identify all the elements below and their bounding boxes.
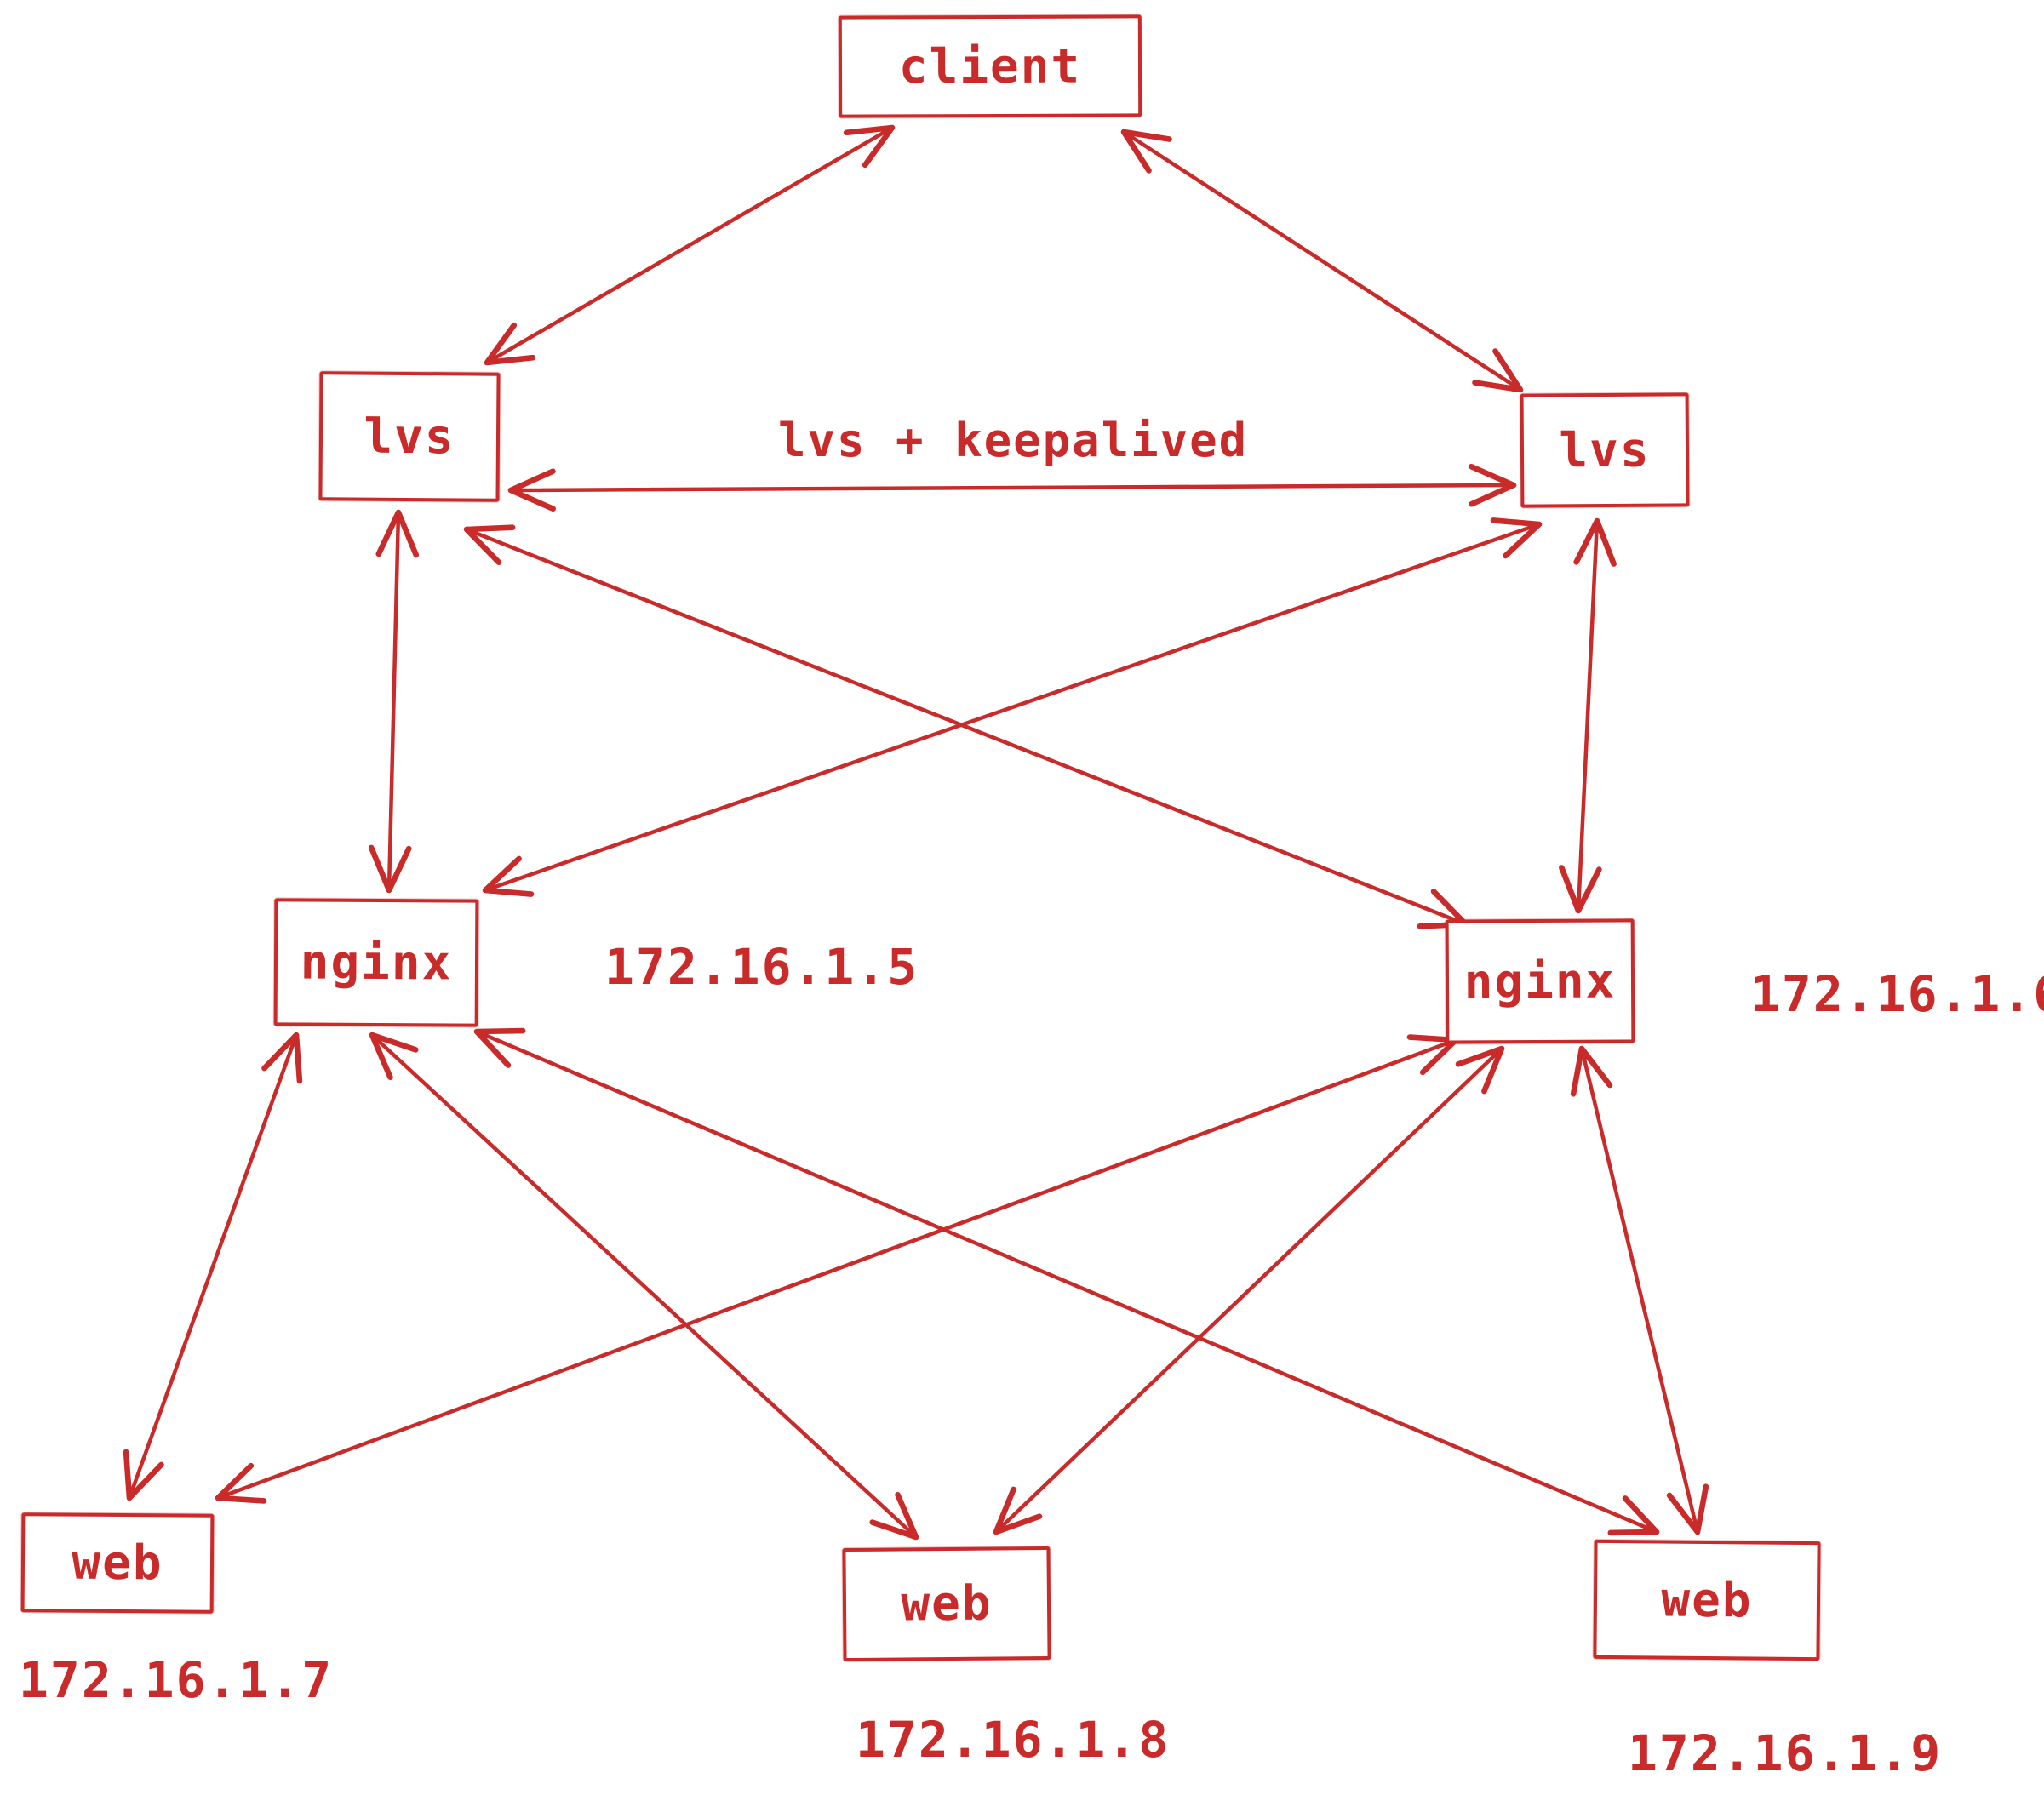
node-web-mid-label: web [901, 1575, 993, 1632]
node-web-left-label: web [72, 1535, 163, 1592]
ip-label-nginx-right: 172.16.1.6 [1750, 965, 2044, 1023]
edge-lvs_right-nginx_right [1559, 517, 1617, 914]
edge-client-lvs_right [1120, 129, 1524, 393]
edge-client-lvs_left [484, 124, 896, 366]
node-nginx-right: nginx [1445, 918, 1635, 1044]
ip-label-web-mid: 172.16.1.8 [856, 1711, 1171, 1769]
ip-label-web-right: 172.16.1.9 [1628, 1724, 1943, 1782]
node-nginx-right-label: nginx [1463, 953, 1617, 1009]
edge-label-lvs-keepalived: lvs + keepalived [778, 414, 1249, 467]
node-lvs-left: lvs [318, 371, 501, 502]
edge-lvs_left-nginx_left [368, 509, 420, 894]
edge-nginx_left-web_right [473, 1027, 1660, 1536]
node-lvs-left-label: lvs [364, 409, 455, 465]
edge-nginx_right-web_mid [993, 1045, 1505, 1535]
node-nginx-left: nginx [273, 898, 479, 1027]
ip-label-web-left: 172.16.1.7 [19, 1651, 334, 1709]
edge-nginx_right-web_right [1570, 1045, 1709, 1535]
node-client: client [838, 14, 1142, 118]
node-lvs-right-label: lvs [1559, 422, 1651, 478]
edge-lvs_right-nginx_left [482, 517, 1543, 897]
node-web-left: web [20, 1512, 215, 1614]
edge-lvs_left-lvs_right [507, 463, 1517, 512]
edge-nginx_left-web_mid [369, 1032, 919, 1541]
node-client-label: client [898, 38, 1082, 94]
ip-label-nginx-left: 172.16.1.5 [604, 938, 919, 996]
node-web-mid: web [842, 1546, 1051, 1662]
edge-lvs_left-nginx_right [463, 524, 1469, 929]
node-nginx-left-label: nginx [300, 935, 453, 991]
node-lvs-right: lvs [1520, 392, 1690, 508]
node-web-right-label: web [1661, 1572, 1753, 1628]
node-web-right: web [1593, 1539, 1821, 1661]
edge-nginx_left-web_left [123, 1032, 303, 1501]
